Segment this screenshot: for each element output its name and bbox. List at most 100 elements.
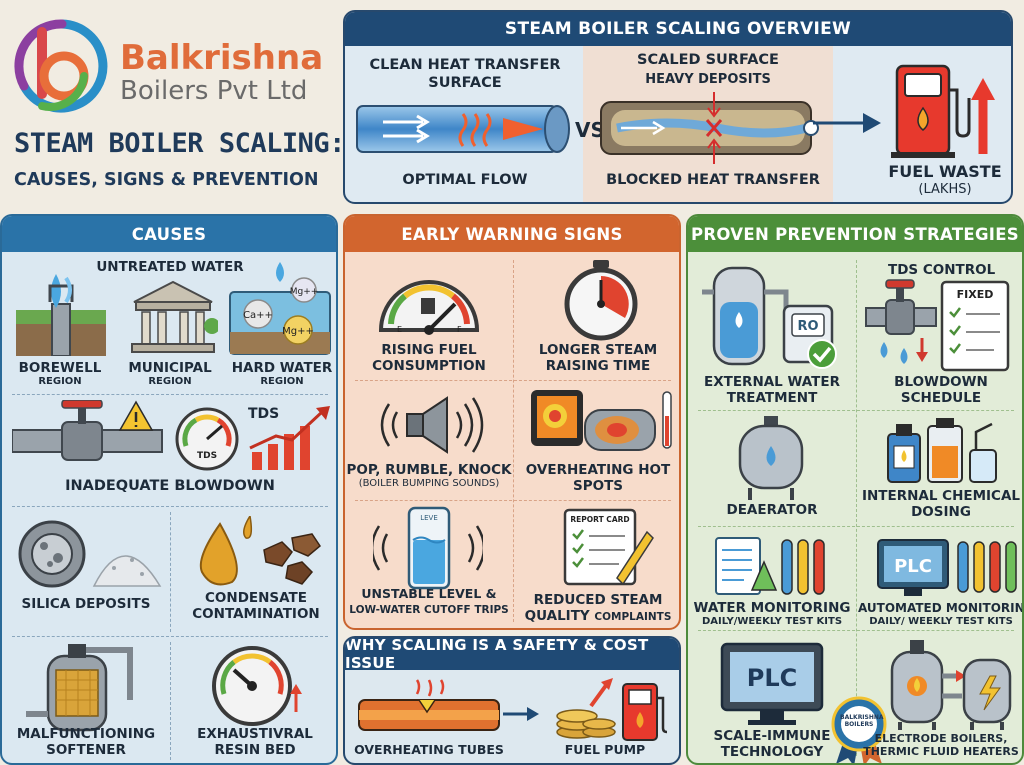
- hard-water-icon: Ca++ Mg++ Mg++: [229, 262, 331, 355]
- silica-label: SILICA DEPOSITS: [21, 596, 151, 612]
- water-monitoring-label: WATER MONITORING DAILY/WEEKLY TEST KITS: [688, 600, 856, 628]
- divider: [355, 500, 671, 501]
- plc-tag-text: PLC: [894, 556, 932, 577]
- plc-screen-icon: PLC: [720, 642, 824, 725]
- bumping-sounds-sub: (BOILER BUMPING SOUNDS): [358, 478, 500, 489]
- automated-monitoring-sub: DAILY/ WEEKLY TEST KITS: [869, 616, 1013, 627]
- steam-quality-label: REDUCED STEAM QUALITY COMPLAINTS: [515, 592, 679, 625]
- scaled-surface-label: SCALED SURFACE: [637, 52, 779, 68]
- fuel-waste-sub: (LAKHS): [918, 182, 972, 197]
- inadequate-blowdown-label: INADEQUATE BLOWDOWN: [65, 478, 275, 494]
- ro-tag-text: RO: [797, 319, 818, 334]
- causes-header: CAUSES: [2, 216, 336, 252]
- ion-mg-text-2: Mg++: [290, 287, 319, 297]
- condensate-label: CONDENSATE CONTAMINATION: [192, 590, 320, 622]
- overview-panel: STEAM BOILER SCALING OVERVIEW CLEAN HEAT…: [343, 10, 1013, 204]
- divider: [170, 642, 171, 760]
- coins-fuel-pump-icon: [556, 678, 668, 741]
- municipal-building-icon: [131, 280, 218, 353]
- automated-monitoring-text: AUTOMATED MONITORING: [858, 601, 1024, 615]
- blowdown-valve-icon: FIXED: [865, 279, 1010, 372]
- speaker-sound-icon: [380, 396, 484, 454]
- steam-quality-text-2: QUALITY: [524, 608, 590, 624]
- arrow-right-icon: [813, 113, 881, 133]
- divider: [698, 630, 1014, 631]
- valve-pipe-icon: [12, 400, 163, 461]
- prevention-panel: PROVEN PREVENTION STRATEGIES RO EXTERNAL…: [686, 214, 1024, 765]
- divider: [513, 260, 514, 622]
- tds-gauge-icon: TDS: [175, 407, 239, 471]
- level-tag-text: LEVE: [420, 514, 438, 522]
- report-card-text: REPORT CARD: [570, 515, 629, 524]
- external-treatment-label: EXTERNAL WATER TREATMENT: [703, 374, 840, 406]
- tds-control-label: TDS CONTROL: [888, 262, 996, 278]
- safety-cost-panel: WHY SCALING IS A SAFETY & COST ISSUE OVE…: [343, 636, 681, 765]
- badge-text: BALKRISHNA BOILERS: [840, 714, 884, 728]
- electrode-boilers-icon: [890, 640, 1012, 730]
- badge-ribbon-icon: [831, 696, 887, 763]
- unstable-level-text: UNSTABLE LEVEL &: [361, 586, 497, 601]
- borewell-label: BOREWELL REGION: [6, 360, 114, 388]
- chemical-dosing-label: INTERNAL CHEMICAL DOSING: [861, 488, 1021, 520]
- hard-water-region: REGION: [260, 376, 304, 387]
- complaints-text: COMPLAINTS: [594, 611, 672, 623]
- scale-immune-label: SCALE-IMMUNE TECHNOLOGY: [713, 728, 831, 760]
- page-subtitle: CAUSES, SIGNS & PREVENTION: [14, 170, 319, 190]
- fuel-consumption-label: RISING FUEL CONSUMPTION: [372, 342, 486, 374]
- report-card-icon: REPORT CARD: [563, 508, 654, 586]
- clean-surface-label: CLEAN HEAT TRANSFER SURFACE: [369, 57, 561, 91]
- municipal-region: REGION: [148, 376, 192, 387]
- divider: [698, 410, 1014, 411]
- borewell-label-text: BOREWELL: [18, 360, 102, 376]
- condensate-icon: [199, 516, 321, 586]
- water-level-icon: LEVE: [373, 506, 483, 590]
- plc-tag-text-2: PLC: [747, 664, 798, 692]
- hard-water-label: HARD WATER REGION: [226, 360, 336, 388]
- bumping-sounds-label: POP, RUMBLE, KNOCK (BOILER BUMPING SOUND…: [345, 462, 513, 490]
- warning-header: EARLY WARNING SIGNS: [345, 216, 679, 252]
- automated-monitoring-icon: PLC: [877, 539, 1017, 596]
- divider: [698, 526, 1014, 527]
- overheating-tubes-label: OVERHEATING TUBES: [354, 742, 504, 757]
- overview-header: STEAM BOILER SCALING OVERVIEW: [345, 12, 1011, 46]
- divider: [355, 380, 671, 381]
- overheating-tube-icon: [358, 679, 500, 731]
- gauge-f-text: F: [457, 325, 462, 334]
- divider: [12, 506, 328, 507]
- arrow-right-icon: [503, 707, 539, 721]
- divider: [12, 636, 328, 637]
- borewell-icon: [16, 274, 106, 356]
- hard-water-label-text: HARD WATER: [231, 360, 333, 376]
- hot-spots-label: OVERHEATING HOT SPOTS: [525, 462, 671, 494]
- water-treatment-icon: RO: [702, 266, 837, 369]
- divider: [856, 260, 857, 756]
- gauge-tds-text: TDS: [197, 451, 217, 461]
- deaerator-label: DEAERATOR: [726, 502, 818, 518]
- softener-label: MALFUNCTIONING SOFTENER: [16, 726, 156, 758]
- fuel-gauge-icon: E F: [378, 280, 480, 335]
- water-monitoring-text: WATER MONITORING: [693, 600, 851, 616]
- thermal-camera-icon: [531, 390, 672, 451]
- fuel-pump-label: FUEL PUMP: [564, 742, 646, 757]
- electrode-boilers-text: ELECTRODE BOILERS,: [874, 732, 1008, 745]
- steam-raising-label: LONGER STEAM RAISING TIME: [538, 342, 658, 374]
- blowdown-schedule-label: BLOWDOWN SCHEDULE: [894, 374, 988, 406]
- thermic-heaters-text: THERMIC FLUID HEATERS: [863, 745, 1019, 758]
- brand-name: Balkrishna: [120, 38, 324, 78]
- divider: [170, 512, 171, 632]
- silica-deposits-icon: [18, 520, 162, 588]
- municipal-label: MUNICIPAL REGION: [114, 360, 226, 388]
- vs-label: VS: [575, 118, 605, 142]
- clean-pipe-icon: [356, 105, 570, 153]
- optimal-flow-caption: OPTIMAL FLOW: [402, 172, 528, 188]
- softener-tank-icon: [26, 644, 133, 732]
- resin-bed-label: EXHAUSTIVRAL RESIN BED: [197, 726, 313, 758]
- brand-logo: Balkrishna Boilers Pvt Ltd: [12, 14, 332, 114]
- bumping-sounds-text: POP, RUMBLE, KNOCK: [346, 462, 512, 478]
- fixed-tag-text: FIXED: [957, 288, 994, 301]
- brand-subtitle: Boilers Pvt Ltd: [120, 76, 308, 106]
- untreated-water-label: UNTREATED WATER: [96, 259, 244, 275]
- borewell-region: REGION: [38, 376, 82, 387]
- stopwatch-icon: [564, 260, 638, 341]
- ion-mg-text: Mg++: [282, 326, 314, 337]
